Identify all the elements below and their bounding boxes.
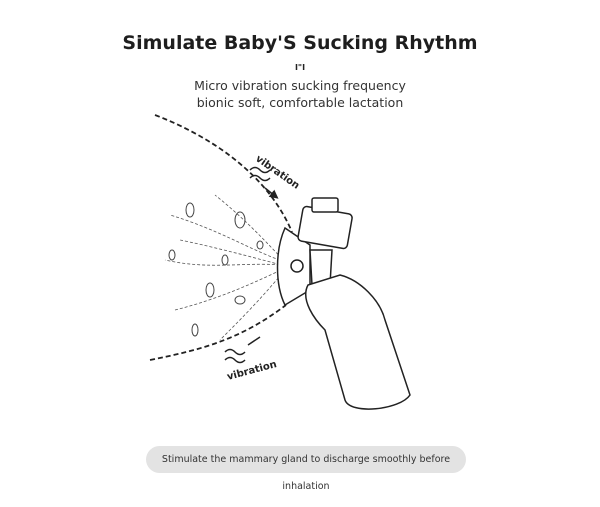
subtitle-line-1: Micro vibration sucking frequency bbox=[194, 78, 406, 93]
arrow-icon-top bbox=[264, 187, 279, 199]
wave-icon-bottom bbox=[224, 348, 246, 356]
wave-icon-top bbox=[249, 166, 271, 174]
breast-pump bbox=[276, 197, 411, 410]
caption-pill: Stimulate the mammary gland to discharge… bbox=[146, 446, 466, 492]
milk-glands bbox=[168, 202, 264, 337]
arrow-icon-bottom bbox=[247, 336, 261, 346]
subtitle-line-2: bionic soft, comfortable lactation bbox=[196, 95, 404, 110]
vibration-label-top: vibration bbox=[253, 153, 301, 191]
breast-outline-bottom bbox=[149, 304, 287, 361]
vibration-label-bottom: vibration bbox=[226, 359, 278, 383]
bottle bbox=[305, 274, 411, 410]
pump-valve bbox=[311, 197, 339, 213]
decorative-mark: I"I bbox=[294, 63, 306, 72]
milk-ducts bbox=[164, 194, 286, 341]
breast-outline-top bbox=[154, 114, 293, 233]
headline: Simulate Baby'S Sucking Rhythm bbox=[122, 32, 478, 54]
